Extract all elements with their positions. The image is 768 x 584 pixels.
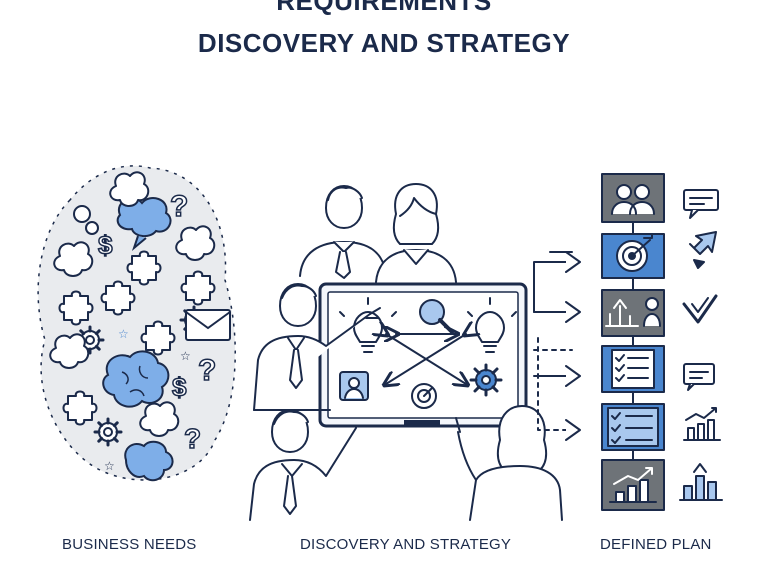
dollar-icon: $ xyxy=(98,230,113,260)
puzzle-icon xyxy=(140,320,176,356)
star-icon: ☆ xyxy=(180,349,191,363)
puzzle-icon xyxy=(126,250,162,286)
plan-step-target xyxy=(601,233,665,279)
puzzle-icon xyxy=(58,290,94,326)
envelope-icon xyxy=(185,309,231,341)
star-icon: ☆ xyxy=(104,459,115,473)
plan-step-chart xyxy=(601,459,665,511)
discovery-team-scene xyxy=(249,183,581,521)
person-icon xyxy=(253,283,381,411)
person-icon xyxy=(299,185,387,279)
question-mark-icon: ? xyxy=(198,354,216,387)
bubble-icon xyxy=(85,221,99,235)
puzzle-icon xyxy=(180,270,216,306)
strategy-arrows xyxy=(386,334,466,384)
page-title-line-1: REQUIREMENTS xyxy=(276,0,492,16)
star-icon: ☆ xyxy=(118,327,129,341)
caption-business-needs: BUSINESS NEEDS xyxy=(62,536,197,553)
plan-step-checklist xyxy=(601,345,665,393)
puzzle-icon xyxy=(62,390,98,426)
plan-step-team xyxy=(601,173,665,223)
arrows-icon xyxy=(689,231,717,269)
gear-icon xyxy=(469,363,503,397)
bar-chart-icon xyxy=(679,463,723,501)
bar-chart-icon xyxy=(683,407,721,441)
caption-defined-plan: DEFINED PLAN xyxy=(600,536,712,553)
person-icon xyxy=(375,183,457,283)
gear-icon xyxy=(93,417,123,447)
person-icon xyxy=(339,371,369,401)
person-icon xyxy=(455,405,563,521)
plan-step-growth xyxy=(601,289,665,337)
plan-arrows xyxy=(533,251,581,441)
check-icon xyxy=(682,294,718,324)
dollar-icon: $ xyxy=(172,372,187,402)
puzzle-icon xyxy=(100,280,136,316)
target-icon xyxy=(411,383,437,409)
business-needs-cloud: ? $ $ ? ? ☆ ☆ ☆ xyxy=(37,165,236,482)
plan-step-checklist-2 xyxy=(601,403,665,451)
brain-icon-2 xyxy=(124,440,174,482)
bubble-icon xyxy=(73,205,91,223)
defined-plan-column xyxy=(601,173,723,511)
caption-discovery-and-strategy: DISCOVERY AND STRATEGY xyxy=(300,536,512,553)
comment-icon xyxy=(683,363,715,391)
brain-icon xyxy=(102,350,170,408)
question-mark-icon: ? xyxy=(184,423,201,454)
page-title-line-2: DISCOVERY AND STRATEGY xyxy=(197,28,571,58)
question-mark-icon: ? xyxy=(170,190,188,223)
person-icon xyxy=(249,409,357,521)
comment-icon xyxy=(683,189,719,219)
